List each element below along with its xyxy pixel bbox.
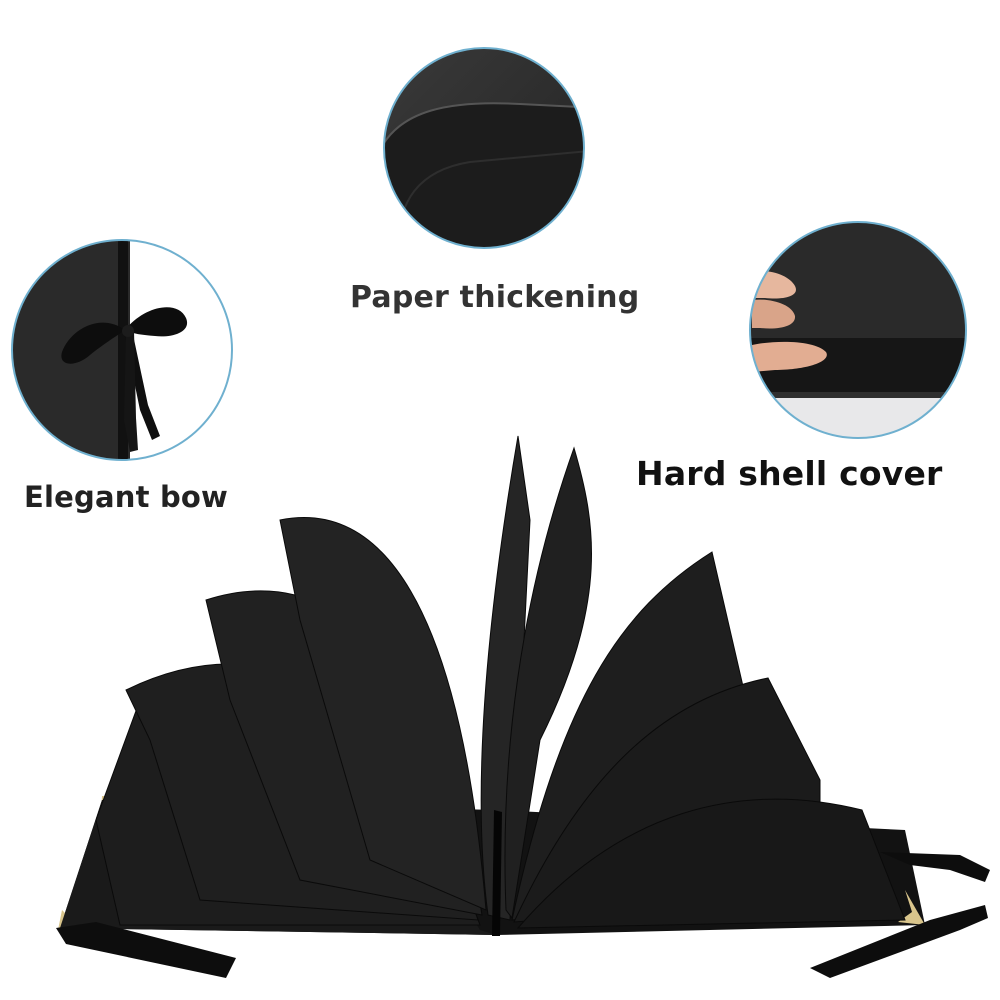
open-album <box>56 435 990 978</box>
elegant-bow-label: Elegant bow <box>24 480 229 514</box>
page <box>516 798 906 929</box>
ribbon-right-bottom <box>810 905 988 978</box>
hard-shell-cover-label: Hard shell cover <box>636 454 943 493</box>
ribbon-right-top <box>880 852 990 882</box>
paper-thickening-label: Paper thickening <box>350 280 640 315</box>
page <box>480 435 531 921</box>
hard-shell-cover-detail <box>749 221 967 439</box>
spine <box>492 810 502 936</box>
ribbon-left <box>56 922 236 978</box>
page <box>504 446 593 920</box>
elegant-bow-detail <box>11 239 233 461</box>
gold-corner-bottom-right <box>898 890 925 925</box>
paper-thickening-detail <box>383 47 585 249</box>
page <box>279 517 487 911</box>
